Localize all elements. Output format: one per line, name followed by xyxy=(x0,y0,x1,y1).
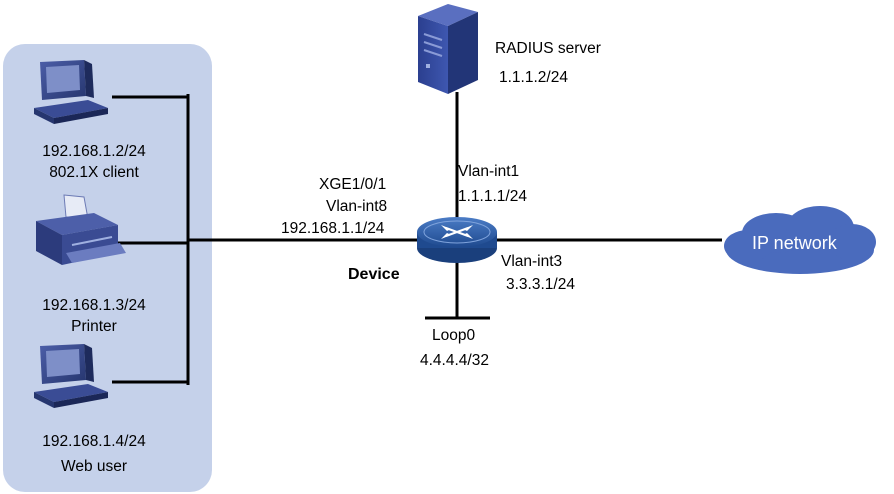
loopback-ip-label: 4.4.4.4/32 xyxy=(420,352,489,369)
connection-lines xyxy=(112,92,722,385)
printer-ip-label: 192.168.1.3/24 xyxy=(42,297,146,314)
client1-ip-label: 192.168.1.2/24 xyxy=(42,143,146,160)
printer-name-label: Printer xyxy=(71,318,117,335)
device-top-vlan-label: Vlan-int1 xyxy=(458,163,520,180)
device-right-vlan-label: Vlan-int3 xyxy=(501,253,563,270)
client1-name-label: 802.1X client xyxy=(49,164,139,181)
device-top-ip-label: 1.1.1.1/24 xyxy=(458,188,527,205)
device-left-ip-label: 192.168.1.1/24 xyxy=(281,220,385,237)
webuser-ip-label: 192.168.1.4/24 xyxy=(42,433,146,450)
device-left-port-label: XGE1/0/1 xyxy=(319,176,387,193)
webuser-name-label: Web user xyxy=(60,458,128,475)
device-left-vlan-label: Vlan-int8 xyxy=(326,198,388,215)
cloud-label: IP network xyxy=(752,233,837,253)
radius-server-name-label: RADIUS server xyxy=(495,40,601,57)
server-tower-icon xyxy=(418,4,478,94)
desktop-computer-icon xyxy=(34,344,108,408)
switch-router-icon xyxy=(417,217,497,263)
loopback-name-label: Loop0 xyxy=(432,327,476,344)
desktop-computer-icon xyxy=(34,60,108,124)
radius-server-ip-label: 1.1.1.2/24 xyxy=(499,69,568,86)
device-right-ip-label: 3.3.3.1/24 xyxy=(506,276,575,293)
device-name-label: Device xyxy=(348,266,400,283)
printer-icon xyxy=(36,194,126,265)
cloud-icon xyxy=(724,206,876,274)
